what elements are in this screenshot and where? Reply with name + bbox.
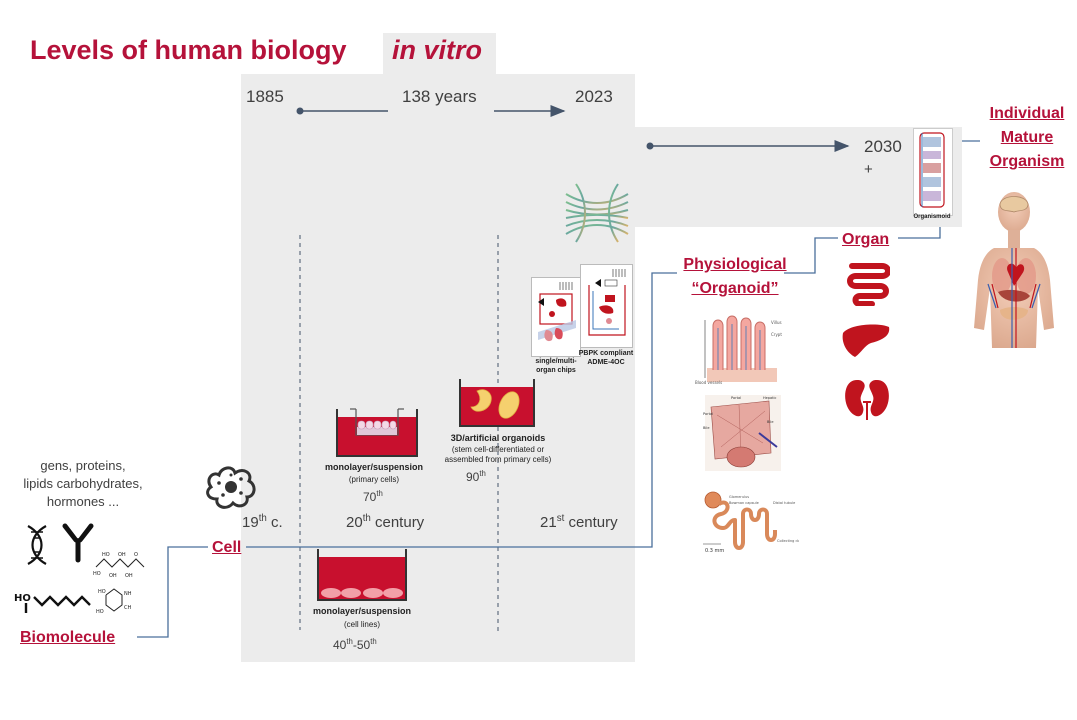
lipid-molecule-icon: HO bbox=[14, 593, 91, 613]
cell-line-title: monolayer/suspension bbox=[312, 606, 412, 616]
level-organism[interactable]: Individual Mature Organism bbox=[989, 105, 1065, 170]
human-body-icon bbox=[974, 192, 1054, 348]
svg-text:OH: OH bbox=[109, 573, 117, 579]
future-panel bbox=[635, 127, 962, 227]
organismoid-drawing bbox=[919, 132, 945, 208]
organoid-3d-decade: 90th bbox=[466, 469, 486, 484]
title-highlight: in vitro bbox=[392, 35, 483, 65]
pbpk-chip-title: PBPK compliant ADME-4OC bbox=[578, 350, 634, 366]
organoid-3d-subtitle: (stem cell-differentiated or assembled f… bbox=[444, 445, 552, 464]
svg-text:NH: NH bbox=[124, 591, 132, 597]
organoid-3d-title: 3D/artificial organoids bbox=[450, 433, 546, 443]
level-organoid[interactable]: Physiological “Organoid” bbox=[683, 256, 787, 297]
past-timeline-arrow bbox=[296, 105, 566, 117]
future-year: 2030 bbox=[864, 137, 902, 156]
svg-text:Bile: Bile bbox=[703, 426, 710, 430]
svg-text:Crypt: Crypt bbox=[771, 332, 782, 337]
svg-text:HO: HO bbox=[93, 571, 101, 577]
svg-text:HO: HO bbox=[102, 552, 110, 558]
svg-text:Bowman capsule: Bowman capsule bbox=[729, 501, 759, 505]
start-year: 1885 bbox=[246, 87, 284, 106]
end-year: 2023 bbox=[575, 87, 613, 106]
antibody-icon bbox=[62, 523, 94, 563]
woven-sphere-logo-icon bbox=[565, 183, 629, 243]
cell-line-decades: 40th-50th bbox=[333, 637, 377, 652]
primary-cell-subtitle: (primary cells) bbox=[348, 475, 400, 484]
cell-icon bbox=[206, 466, 256, 509]
hormone-molecule-icon: HO NH HO CH bbox=[96, 588, 132, 615]
future-plus: + bbox=[864, 161, 873, 178]
svg-text:Portal: Portal bbox=[703, 412, 713, 416]
pbpk-chip-card bbox=[580, 264, 633, 348]
page-title: Levels of human biology bbox=[30, 35, 347, 65]
svg-text:Hepatic: Hepatic bbox=[763, 396, 776, 400]
future-timeline-arrow bbox=[646, 140, 850, 152]
svg-text:0.3 mm: 0.3 mm bbox=[705, 548, 724, 554]
organoid-3d-dish bbox=[459, 379, 535, 427]
level-connectors bbox=[137, 140, 980, 638]
biomolecule-examples: gens, proteins, lipids carbohydrates, ho… bbox=[23, 458, 143, 509]
organismoid-label: Organismoid bbox=[913, 214, 951, 220]
level-cell[interactable]: Cell bbox=[212, 539, 242, 556]
primary-cell-dish bbox=[336, 408, 418, 457]
svg-text:OH: OH bbox=[125, 573, 133, 579]
title-highlight-panel bbox=[383, 33, 496, 76]
svg-text:Blood vessels: Blood vessels bbox=[695, 380, 722, 385]
cell-line-dish bbox=[317, 549, 407, 601]
svg-text:O: O bbox=[134, 552, 138, 558]
svg-text:CH: CH bbox=[124, 605, 131, 611]
primary-cell-decade: 70th bbox=[363, 489, 383, 504]
level-biomolecule[interactable]: Biomolecule bbox=[20, 629, 116, 646]
liver-icon bbox=[842, 324, 890, 357]
pbpk-chip-drawing bbox=[588, 269, 626, 336]
intestine-icon bbox=[847, 263, 890, 306]
timeline-span: 138 years bbox=[402, 87, 477, 106]
svg-text:HO: HO bbox=[98, 589, 106, 595]
svg-text:HO: HO bbox=[96, 609, 104, 615]
organ-chip-card bbox=[531, 277, 581, 357]
kidney-icon bbox=[845, 380, 889, 420]
dna-icon bbox=[27, 525, 47, 565]
svg-text:Villus: Villus bbox=[771, 320, 782, 325]
svg-text:Collecting duct: Collecting duct bbox=[777, 539, 799, 543]
svg-text:OH: OH bbox=[118, 552, 126, 558]
carbohydrate-molecule-icon: HO OH O HO OH OH bbox=[93, 552, 145, 579]
svg-text:HO: HO bbox=[14, 593, 31, 604]
organ-chip-drawing bbox=[538, 282, 576, 342]
primary-cell-title: monolayer/suspension bbox=[324, 462, 424, 472]
organismoid-chip bbox=[913, 128, 953, 216]
era-dividers bbox=[299, 235, 499, 635]
in-vitro-panel bbox=[241, 74, 635, 662]
era-19th-century: 19th c. bbox=[242, 513, 283, 531]
svg-text:Glomerulus: Glomerulus bbox=[729, 495, 749, 499]
level-organ[interactable]: Organ bbox=[842, 231, 890, 248]
era-20th-century: 20th century bbox=[346, 513, 425, 531]
svg-text:Bile: Bile bbox=[767, 420, 774, 424]
era-21st-century: 21st century bbox=[540, 513, 618, 531]
organ-chip-title: single/multi- organ chips bbox=[535, 358, 577, 374]
cell-line-subtitle: (cell lines) bbox=[343, 620, 380, 629]
svg-text:Portal: Portal bbox=[731, 396, 741, 400]
svg-text:Distal tubule: Distal tubule bbox=[773, 501, 795, 505]
